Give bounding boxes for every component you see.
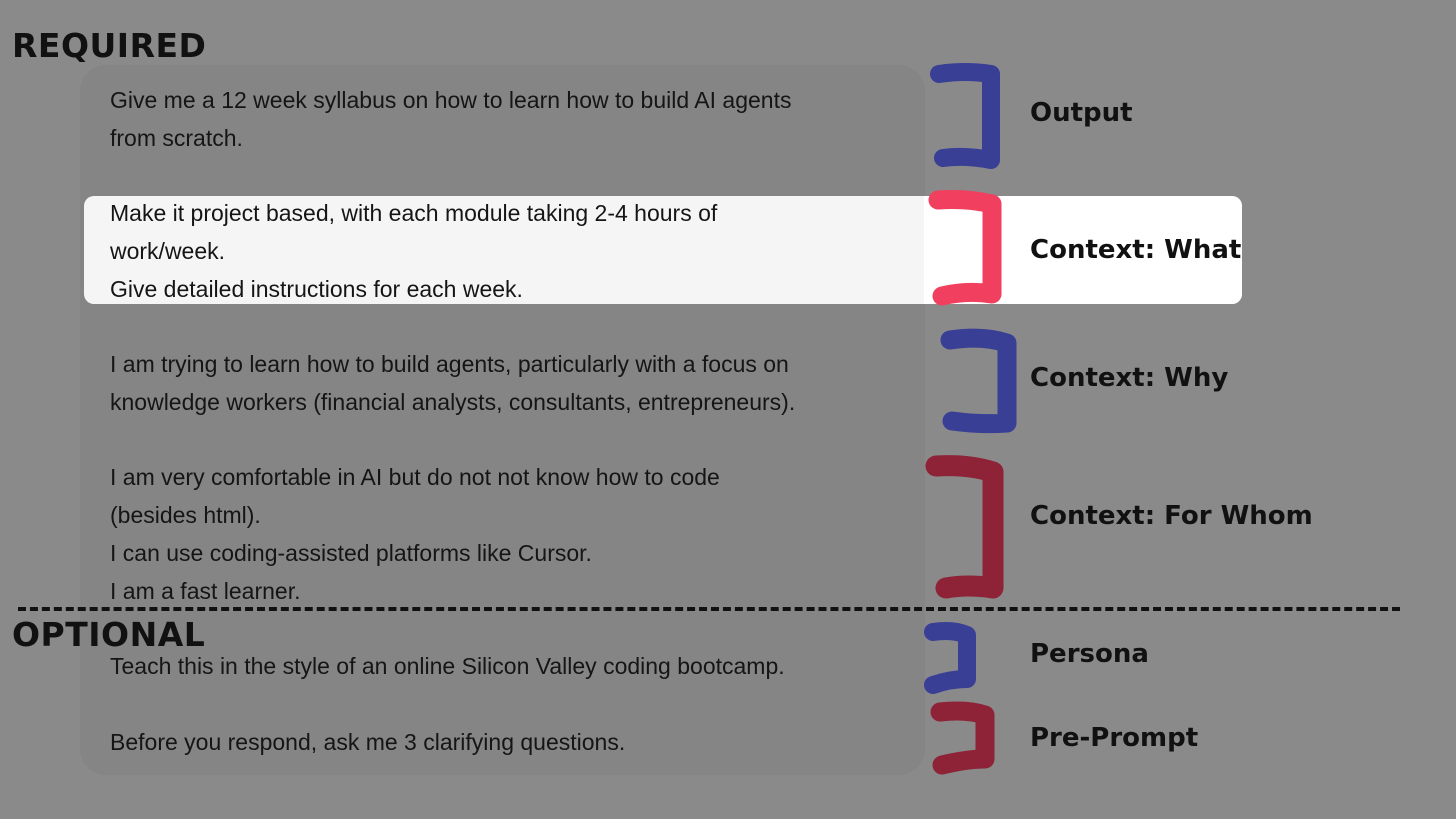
required-heading: REQUIRED [12, 26, 207, 65]
label-context-what: Context: What [1030, 235, 1242, 265]
prompt-line: I am a fast learner. [110, 578, 301, 604]
prompt-line: Give detailed instructions for each week… [110, 276, 523, 302]
label-pre-prompt: Pre-Prompt [1030, 723, 1199, 753]
highlight-context-what [84, 196, 1242, 304]
bracket-icon-context-for-whom [925, 455, 1004, 599]
prompt-line: I am trying to learn how to build agents… [110, 351, 789, 377]
prompt-line: I can use coding-assisted platforms like… [110, 540, 592, 566]
prompt-line: knowledge workers (financial analysts, c… [110, 389, 796, 415]
label-persona: Persona [1030, 639, 1149, 669]
prompt-line: Teach this in the style of an online Sil… [110, 653, 785, 679]
bracket-icon-output [930, 63, 1000, 169]
prompt-block-pre-prompt: Before you respond, ask me 3 clarifying … [110, 723, 625, 761]
prompt-line: work/week. [110, 238, 226, 264]
prompt-block-context-what: Make it project based, with each module … [110, 194, 717, 308]
prompt-line: (besides html). [110, 502, 261, 528]
required-optional-divider [18, 607, 1400, 611]
prompt-block-context-why: I am trying to learn how to build agents… [110, 345, 795, 421]
prompt-card [80, 65, 925, 775]
label-output: Output [1030, 98, 1133, 128]
prompt-line: Give me a 12 week syllabus on how to lea… [110, 87, 792, 113]
prompt-block-context-for-whom: I am very comfortable in AI but do not n… [110, 458, 720, 610]
prompt-line: Make it project based, with each module … [110, 200, 718, 226]
label-context-for-whom: Context: For Whom [1030, 501, 1313, 531]
optional-heading: OPTIONAL [12, 615, 206, 654]
prompt-line: Before you respond, ask me 3 clarifying … [110, 729, 626, 755]
bracket-icon-context-why [940, 328, 1017, 434]
prompt-line: from scratch. [110, 125, 243, 151]
bracket-icon-persona [924, 622, 976, 694]
prompt-block-persona: Teach this in the style of an online Sil… [110, 647, 785, 685]
bracket-icon-context-what [928, 190, 1002, 306]
label-context-why: Context: Why [1030, 363, 1229, 393]
prompt-block-output: Give me a 12 week syllabus on how to lea… [110, 81, 791, 157]
bracket-icon-pre-prompt [930, 701, 995, 775]
prompt-line: I am very comfortable in AI but do not n… [110, 464, 720, 490]
